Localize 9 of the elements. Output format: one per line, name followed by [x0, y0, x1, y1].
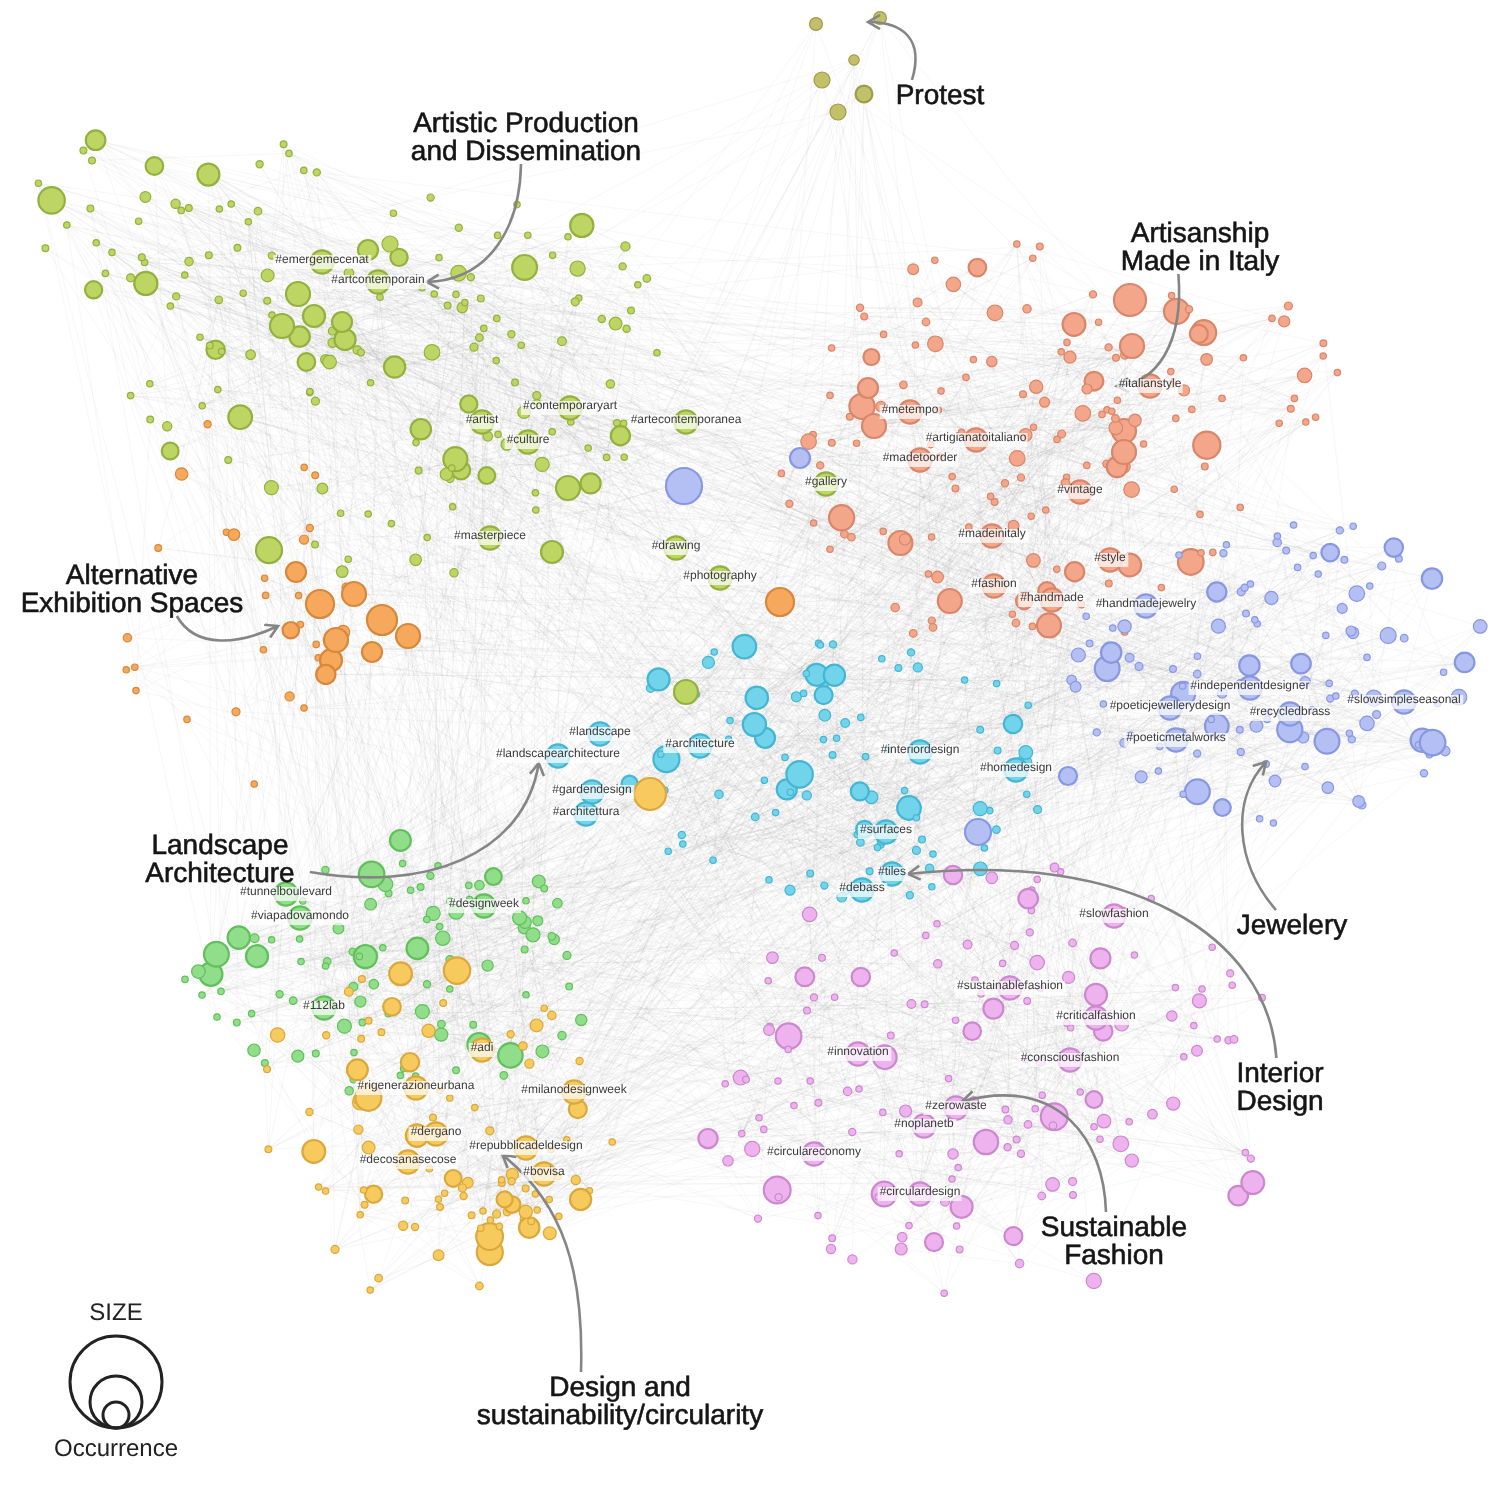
leader-arrow [866, 14, 917, 81]
cluster-label: Jewelery [1228, 910, 1356, 938]
legend-title: SIZE [89, 1298, 143, 1326]
cluster-label: Artistic Production and Dissemination [401, 108, 651, 164]
legend-label: Occurrence [53, 1434, 179, 1462]
cluster-label: Design and sustainability/circularity [470, 1372, 770, 1428]
leader-arrow [1241, 760, 1278, 911]
cluster-label: Interior Design [1220, 1058, 1340, 1114]
cluster-label: Protest [870, 80, 1010, 108]
